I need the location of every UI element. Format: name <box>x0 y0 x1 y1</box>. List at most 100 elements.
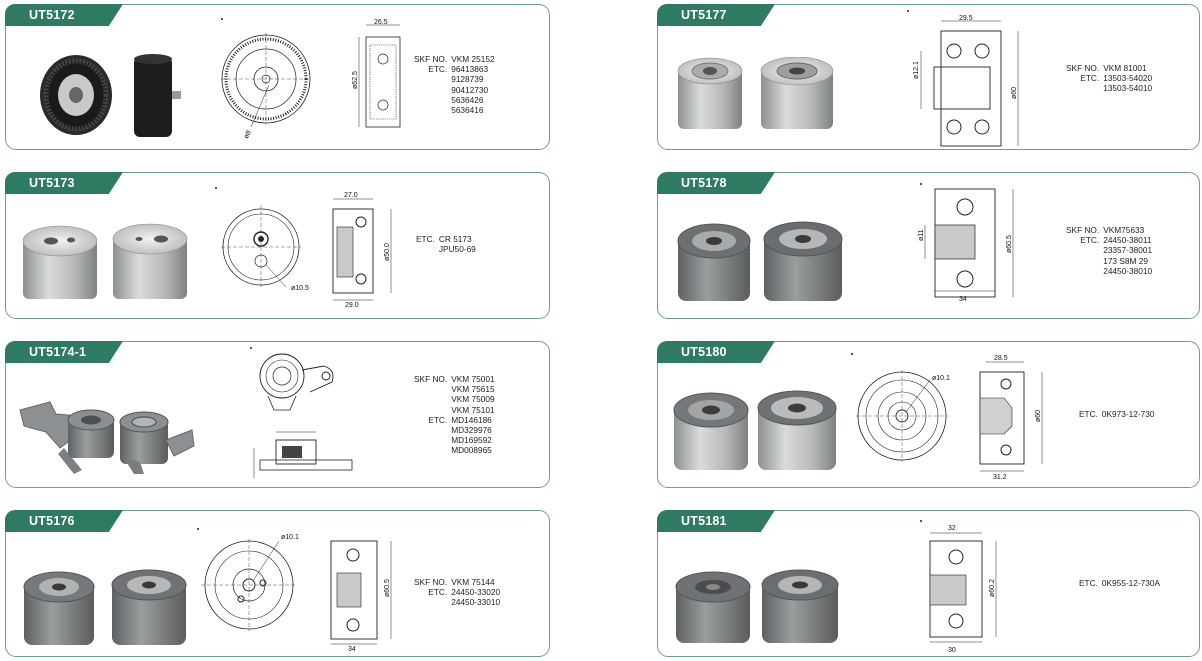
ref-value: 23357-38001 <box>1103 245 1153 256</box>
reference-list: SKF NO.VKM75633 ETC.24450-38011 23357-38… <box>1066 225 1152 276</box>
ref-label: ETC. <box>428 587 448 598</box>
ref-value: 24450-38010 <box>1103 265 1153 276</box>
product-photo <box>22 223 188 299</box>
ref-value: VKM 75001 <box>451 374 495 384</box>
product-code: UT5172 <box>5 4 123 26</box>
reference-list: ETC.0K955-12-730A <box>1079 578 1160 588</box>
ref-value: 5636426 <box>451 94 484 105</box>
product-photo <box>675 569 839 643</box>
ref-value: 24450-33010 <box>451 597 501 608</box>
product-photo <box>677 221 843 301</box>
ref-label: SKF NO. <box>414 374 448 384</box>
stray-dot <box>215 187 217 189</box>
product-photo <box>19 401 195 474</box>
ref-label: ETC. <box>1079 578 1098 588</box>
ref-label: ETC. <box>1079 409 1098 419</box>
ref-label: ETC. <box>428 64 448 75</box>
product-photo <box>23 569 187 645</box>
ref-value: MD008965 <box>451 445 492 456</box>
ref-value: 24450-33020 <box>451 587 501 598</box>
dimension-label: ø60 <box>1011 87 1018 99</box>
ref-value: VKM 75101 <box>451 404 495 415</box>
technical-drawing: ø10.1 ø60.5 34 <box>201 534 392 653</box>
product-code: UT5173 <box>5 172 123 194</box>
dimension-label: 34 <box>959 296 967 303</box>
dimension-label: ø60.5 <box>384 579 391 597</box>
product-card-ut5172: UT5172 ø8 26.5 ø62.5 SKF NO.VKM 25152 ET… <box>5 4 550 150</box>
ref-value: 24450-38011 <box>1103 235 1152 246</box>
stray-dot <box>250 347 252 349</box>
reference-list: SKF NO.VKM 75144 ETC.24450-33020 24450-3… <box>414 577 500 608</box>
dimension-label: 31.2 <box>993 474 1007 481</box>
ref-value: MD329976 <box>451 425 492 436</box>
ref-label: ETC. <box>428 414 448 425</box>
ref-value: VKM75633 <box>1103 225 1145 235</box>
product-card-ut5178: UT5178 ø11 ø60.5 34 SKF NO.VKM75633 ETC.… <box>657 172 1200 319</box>
product-card-ut5181: UT5181 32 ø60.2 30 ETC.0K955-12-730A <box>657 510 1200 657</box>
dimension-label: 29.0 <box>345 302 359 309</box>
dimension-label: 30 <box>948 647 956 654</box>
product-code: UT5181 <box>657 510 775 532</box>
ref-value: MD146186 <box>451 414 492 425</box>
product-code: UT5176 <box>5 510 123 532</box>
dimension-label: ø60.2 <box>989 579 996 597</box>
product-card-ut5173: UT5173 ø10.5 27.0 ø50.0 29.0 ETC.CR 5173… <box>5 172 550 319</box>
technical-drawing: 32 ø60.2 30 <box>929 525 997 654</box>
product-photo <box>677 57 834 129</box>
ref-value: JPU50-69 <box>438 244 476 255</box>
ref-value: 0K973-12-730 <box>1101 409 1155 419</box>
ref-label: ETC. <box>416 234 435 244</box>
ref-value: VKM 25152 <box>451 54 495 64</box>
ref-value: 173 S8M 29 <box>1103 255 1148 266</box>
ref-value: VKM 75615 <box>451 384 495 395</box>
ref-value: 0K955-12-730A <box>1101 578 1161 588</box>
ref-value: 13503-54020 <box>1103 73 1153 84</box>
ref-label: ETC. <box>1080 73 1100 84</box>
ref-label: SKF NO. <box>414 54 448 64</box>
reference-list: SKF NO.VKM 25152 ETC.96413863 9128739 90… <box>414 54 495 115</box>
ref-value: 13503-54010 <box>1103 83 1153 94</box>
ref-value: 9128739 <box>451 74 484 85</box>
product-card-ut5174-1: UT5174-1 SKF NO.VKM 75001 VKM 75615 VKM … <box>5 341 550 488</box>
product-card-ut5180: UT5180 ø10.1 28.5 ø60 31.2 ETC.0K973-12-… <box>657 341 1200 488</box>
product-card-ut5176: UT5176 ø10.1 ø60.5 34 SKF NO.VKM 75144 E… <box>5 510 550 657</box>
dimension-label: ø60.5 <box>1006 235 1013 253</box>
ref-value: 96413863 <box>451 64 489 75</box>
dimension-label: 26.5 <box>374 19 388 26</box>
ref-value: CR 5173 <box>438 234 472 244</box>
ref-value: MD169592 <box>451 435 492 446</box>
technical-drawing: 29.5 ø12.1 ø60 <box>913 15 1019 147</box>
stray-dot <box>920 520 922 522</box>
product-code: UT5177 <box>657 4 775 26</box>
dimension-label: ø12.1 <box>913 61 920 79</box>
technical-drawing: ø10.5 27.0 ø50.0 29.0 <box>221 192 392 309</box>
ref-label: SKF NO. <box>1066 63 1100 73</box>
product-code: UT5180 <box>657 341 775 363</box>
product-photo <box>40 54 181 137</box>
ref-value: 90412730 <box>451 84 489 95</box>
dimension-label: 29.5 <box>959 15 973 22</box>
dimension-label: ø50.0 <box>384 243 391 261</box>
dimension-label: ø10.1 <box>281 534 299 541</box>
ref-label: SKF NO. <box>414 577 448 587</box>
reference-list: ETC.CR 5173 JPU50-69 <box>416 234 476 254</box>
ref-label: ETC. <box>1080 235 1100 246</box>
technical-drawing: ø11 ø60.5 34 <box>918 188 1014 303</box>
product-photo <box>673 390 837 470</box>
dimension-label: 32 <box>948 525 956 532</box>
ref-value: VKM 75009 <box>451 394 495 405</box>
dimension-label: ø11 <box>918 229 925 241</box>
ref-value: VKM 75144 <box>451 577 495 587</box>
dimension-label: ø62.5 <box>352 71 359 89</box>
reference-list: ETC.0K973-12-730 <box>1079 409 1155 419</box>
dimension-label: 34 <box>348 646 356 653</box>
product-card-ut5177: UT5177 29.5 ø12.1 ø60 SKF NO.VKM 81001 E… <box>657 4 1200 150</box>
dimension-label: ø8 <box>243 129 253 140</box>
ref-value: VKM 81001 <box>1103 63 1147 73</box>
stray-dot <box>907 10 909 12</box>
stray-dot <box>851 353 853 355</box>
technical-drawing: ø8 26.5 ø62.5 <box>221 19 401 140</box>
technical-drawing: ø10.1 28.5 ø60 31.2 <box>856 355 1043 481</box>
stray-dot <box>920 183 922 185</box>
product-code: UT5174-1 <box>5 341 123 363</box>
